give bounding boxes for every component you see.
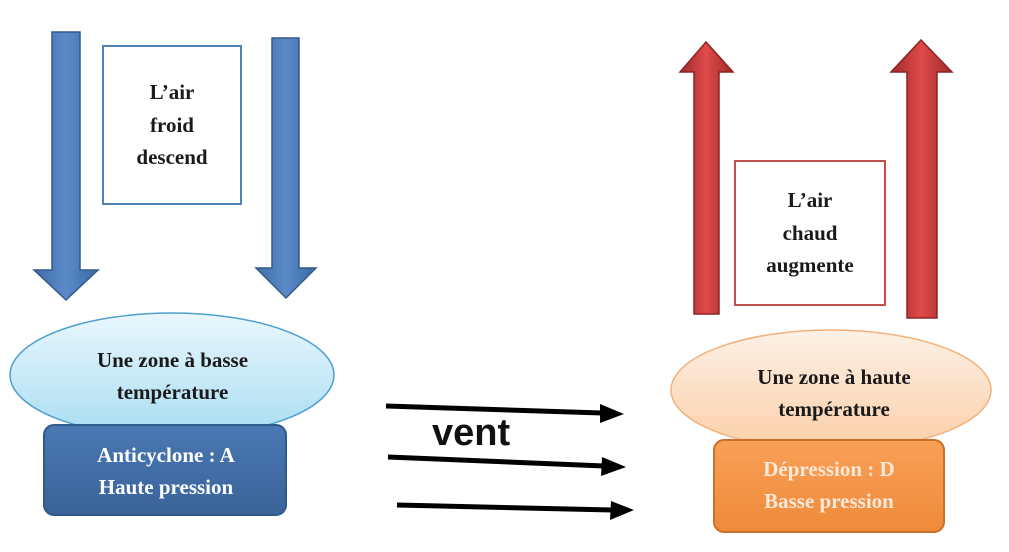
caption-line: augmente [766, 253, 854, 278]
pressure-line: Haute pression [98, 474, 234, 499]
zone-line: température [778, 396, 890, 421]
cold-air-caption: L’air froid descend [136, 76, 207, 174]
caption-line: froid [150, 112, 194, 137]
anticyclone-label: Anticyclone : A Haute pression [50, 440, 282, 503]
wind-arrow-2 [387, 454, 626, 476]
cold-air-caption-box: L’air froid descend [102, 45, 242, 205]
wind-label: vent [432, 412, 511, 454]
warm-air-caption: L’air chaud augmente [766, 184, 854, 282]
warm-air-caption-box: L’air chaud augmente [734, 160, 886, 306]
wind-arrow-1 [385, 403, 624, 423]
zone-line: Une zone à basse [96, 348, 249, 372]
caption-line: L’air [787, 188, 833, 213]
low-temperature-zone-label: Une zone à basse température [40, 345, 305, 408]
caption-line: L’air [149, 80, 195, 105]
caption-line: chaud [782, 220, 838, 245]
zone-line: Une zone à haute [757, 365, 911, 389]
caption-line: descend [136, 145, 208, 170]
pressure-line: Basse pression [764, 488, 894, 513]
depression-label: Dépression : D Basse pression [716, 454, 942, 517]
zone-line: température [116, 379, 229, 404]
warm-air-arrow-right [889, 38, 954, 319]
cold-air-arrow-left [32, 31, 100, 302]
wind-arrow-3 [396, 501, 634, 520]
warm-air-arrow-left [678, 40, 735, 315]
cold-air-arrow-right [254, 37, 318, 300]
anticyclone-box [43, 424, 287, 516]
high-temperature-zone-label: Une zone à haute température [700, 362, 968, 425]
pressure-line: Anticyclone : A [97, 443, 235, 467]
pressure-line: Dépression : D [763, 457, 895, 481]
depression-box [713, 439, 945, 533]
